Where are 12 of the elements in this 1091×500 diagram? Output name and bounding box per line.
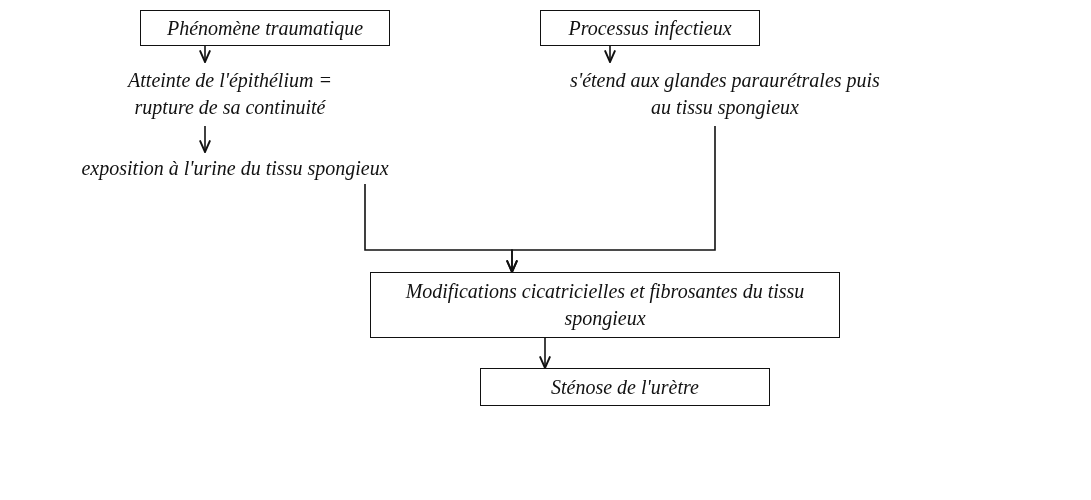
process-box: Phénomène traumatique [140,10,390,46]
arrow [198,125,212,153]
arrow [538,337,552,369]
process-box: Sténose de l'urètre [480,368,770,406]
process-box: Processus infectieux [540,10,760,46]
arrow [505,125,716,273]
arrow [603,45,617,63]
step-text: Atteinte de l'épithélium = rupture de sa continuité [100,62,360,126]
arrow [198,45,212,63]
step-text: s'étend aux glandes paraurétrales puis au tissu spongieux [560,62,890,126]
process-box: Modifications cicatricielles et fibrosantes du tissu spongieux [370,272,840,338]
step-text: exposition à l'urine du tissu spongieux [40,152,430,184]
